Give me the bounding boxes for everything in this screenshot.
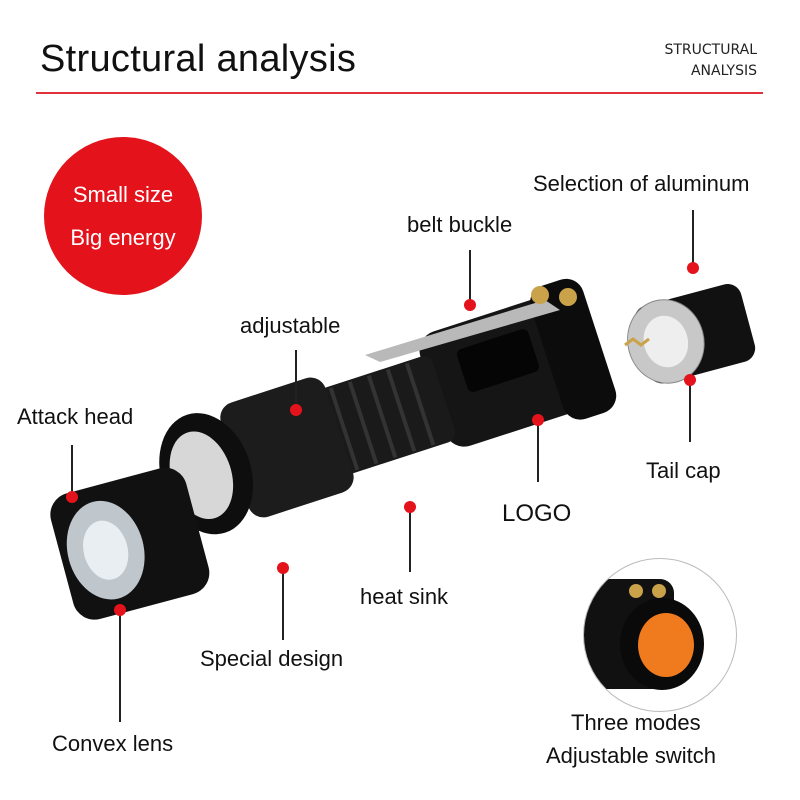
switch-button-icon xyxy=(638,613,694,677)
label-convex-lens: Convex lens xyxy=(52,731,174,756)
label-attack-head: Attack head xyxy=(17,404,134,429)
spring xyxy=(624,337,650,347)
tail-cap-part xyxy=(627,283,756,384)
badge-line-1: Small size xyxy=(72,182,174,207)
label-logo: LOGO xyxy=(502,500,572,527)
callout-lines xyxy=(71,210,694,722)
badge-line-2: Big energy xyxy=(70,225,176,250)
switch-closeup xyxy=(583,558,737,712)
label-tail-cap: Tail cap xyxy=(646,458,721,483)
header-divider xyxy=(36,92,763,94)
label-belt-buckle: belt buckle xyxy=(407,212,513,237)
attack-head-part xyxy=(50,467,210,620)
section-subtitle: STRUCTURAL ANALYSIS xyxy=(664,40,757,82)
label-adjustable: adjustable xyxy=(240,313,341,338)
label-switch-line-1: Three modes xyxy=(571,710,701,735)
promo-badge: Small size Big energy xyxy=(44,137,202,295)
flashlight-body xyxy=(159,278,617,535)
callout-dots xyxy=(66,262,699,616)
page-title: Structural analysis xyxy=(40,38,357,80)
label-switch-line-2: Adjustable switch xyxy=(546,743,716,768)
subtitle-line-2: ANALYSIS xyxy=(690,63,757,79)
label-heat-sink: heat sink xyxy=(360,584,449,609)
label-special-design: Special design xyxy=(200,646,344,671)
label-aluminum: Selection of aluminum xyxy=(533,171,750,196)
belt-clip xyxy=(365,300,560,362)
subtitle-line-1: STRUCTURAL xyxy=(664,42,757,58)
